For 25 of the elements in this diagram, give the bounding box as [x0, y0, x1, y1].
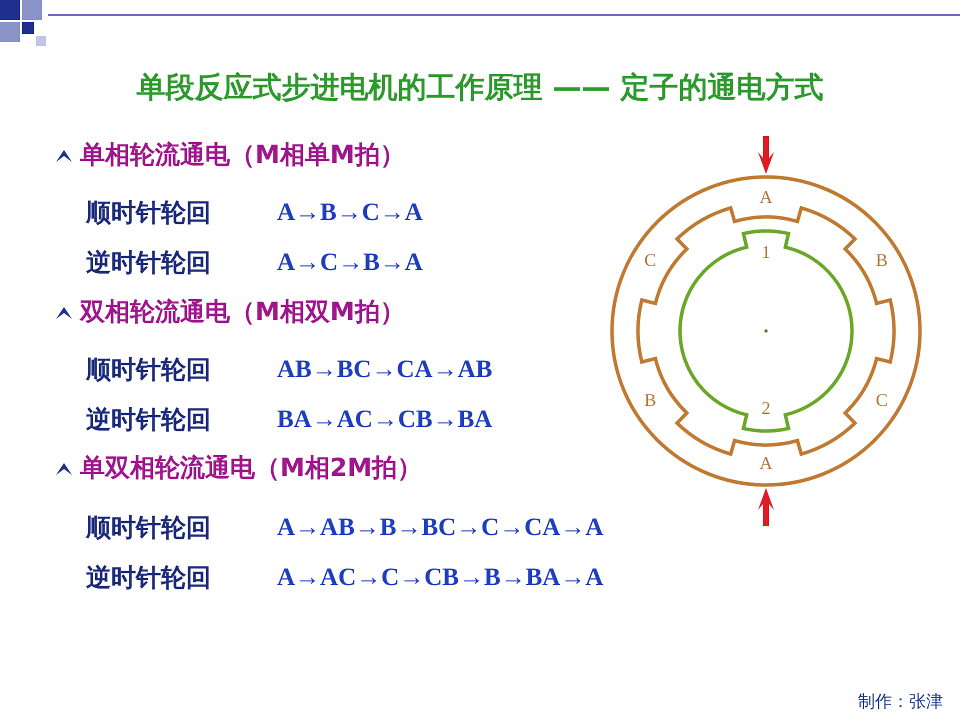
- direction-label: 逆时针轮回: [86, 405, 211, 435]
- direction-label: 顺时针轮回: [86, 355, 211, 385]
- pole-label: A: [760, 453, 772, 475]
- direction-label: 顺时针轮回: [86, 513, 211, 543]
- pole-label: B: [876, 250, 888, 272]
- tooth-label: 1: [762, 242, 770, 264]
- pole-label: B: [644, 390, 656, 412]
- direction-label: 逆时针轮回: [86, 563, 211, 593]
- phase-sequence: A→C→B→A: [277, 248, 423, 278]
- pole-label: A: [760, 187, 772, 209]
- direction-label: 顺时针轮回: [86, 198, 211, 228]
- section-heading: 双相轮流通电（M相双M拍）: [80, 297, 405, 327]
- section-heading: 单双相轮流通电（M相2M拍）: [80, 453, 422, 483]
- slide-title: 单段反应式步进电机的工作原理 —— 定子的通电方式: [135, 70, 825, 105]
- phase-sequence: AB→BC→CA→AB: [277, 355, 492, 385]
- phase-sequence: A→AC→C→CB→B→BA→A: [277, 563, 604, 593]
- author-credit: 制作：张津: [858, 692, 943, 712]
- phase-sequence: BA→AC→CB→BA: [277, 405, 492, 435]
- pole-label: C: [876, 390, 888, 412]
- direction-label: 逆时针轮回: [86, 248, 211, 278]
- phase-sequence: A→AB→B→BC→C→CA→A: [277, 513, 604, 543]
- pole-label: C: [644, 250, 656, 272]
- section-heading: 单相轮流通电（M相单M拍）: [80, 140, 405, 170]
- tooth-label: 2: [762, 398, 770, 420]
- phase-sequence: A→B→C→A: [277, 198, 423, 228]
